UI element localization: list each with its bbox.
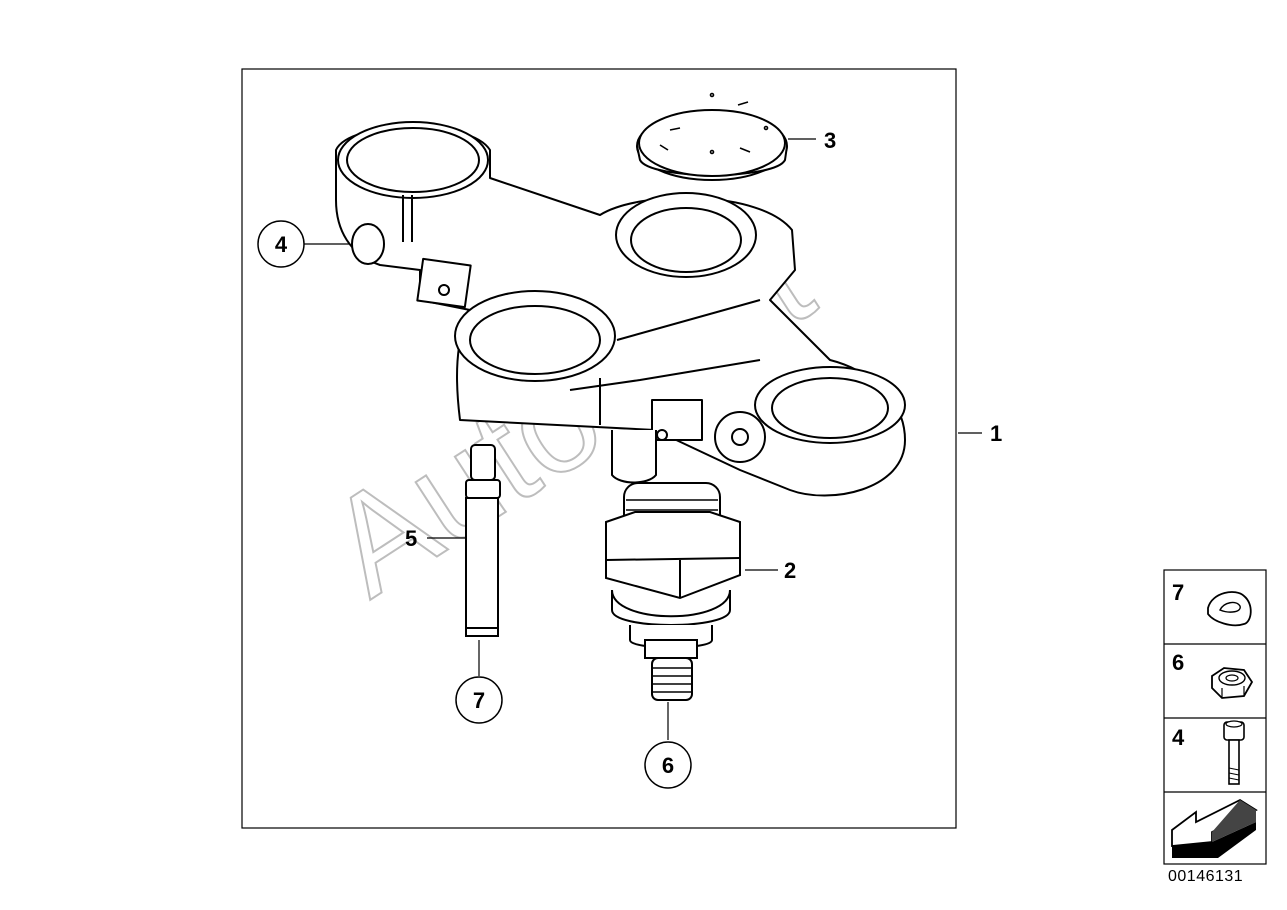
svg-text:6: 6 (662, 753, 674, 778)
cap-part (636, 92, 788, 181)
callout-4: 4 (257, 220, 305, 268)
legend-item-4[interactable]: 4 (1172, 720, 1245, 785)
diagram-number: 00146131 (1168, 868, 1244, 885)
svg-text:4: 4 (275, 232, 288, 257)
legend-item-7[interactable]: 7 (1172, 580, 1252, 627)
pin-part (465, 444, 501, 637)
callout-1: 1 (990, 421, 1002, 446)
legend-item-6[interactable]: 6 (1172, 650, 1254, 699)
leader-lines (304, 138, 982, 740)
callout-3: 3 (824, 128, 836, 153)
adjusting-screw-part (605, 482, 741, 701)
svg-text:7: 7 (473, 688, 485, 713)
arrow-back-icon[interactable] (1171, 798, 1258, 858)
svg-text:6: 6 (1172, 650, 1184, 675)
diagram-frame (241, 68, 957, 829)
callout-5: 5 (405, 526, 417, 551)
svg-text:4: 4 (1172, 725, 1185, 750)
socket-head-bolt-icon (1223, 720, 1245, 785)
callout-7: 7 (455, 676, 503, 724)
svg-text:7: 7 (1172, 580, 1184, 605)
wave-washer-icon (1207, 591, 1252, 627)
triple-clamp-part (335, 121, 906, 497)
callout-2: 2 (784, 558, 796, 583)
hex-nut-icon (1211, 667, 1254, 699)
legend-panel: 7 6 4 (1163, 569, 1267, 865)
callout-6: 6 (644, 741, 692, 789)
